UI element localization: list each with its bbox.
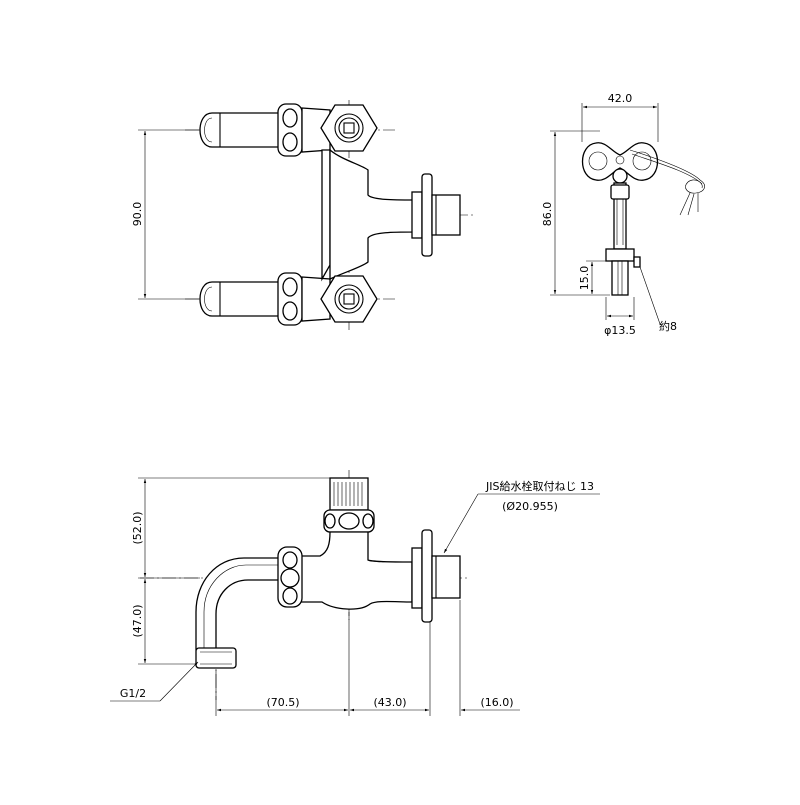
dim-86-label: 86.0 [541, 202, 554, 227]
dim-90-label: 90.0 [131, 202, 144, 227]
outlet-thread-label: G1/2 [120, 687, 146, 700]
upper-arm [199, 103, 331, 157]
hex-nut-upper [320, 104, 378, 152]
dim-90 [138, 129, 200, 300]
central-body [321, 149, 331, 282]
dim-15-label: 15.0 [578, 266, 591, 291]
dim-52-label: (52.0) [131, 511, 144, 544]
side-view: (52.0) (47.0) (70.5) (43.0) (16.0) JIS給水… [110, 470, 600, 716]
wall-fitting [411, 173, 461, 257]
thread-label-2: (Ø20.955) [502, 500, 558, 513]
key-handle [582, 142, 658, 184]
dim-dia-label: φ13.5 [604, 324, 636, 337]
dim-47-label: (47.0) [131, 604, 144, 637]
key-string [629, 149, 705, 216]
side-nut [277, 546, 303, 608]
thread-label-1: JIS給水栓取付ねじ 13 [485, 479, 594, 493]
hex-nut-lower [320, 275, 378, 323]
outlet-nut [195, 647, 237, 669]
dim-approx-label: 約8 [659, 319, 677, 333]
key-tip [611, 260, 629, 296]
key-view: 42.0 86.0 15.0 φ13.5 約8 [541, 92, 705, 337]
dim-42-label: 42.0 [608, 92, 633, 105]
valve-body [299, 531, 413, 610]
dim-43-label: (43.0) [373, 696, 406, 709]
spout [195, 557, 283, 651]
dim-70-label: (70.5) [266, 696, 299, 709]
lower-arm [199, 272, 331, 326]
top-view: 90.0 [131, 100, 475, 330]
side-wall-fitting [411, 529, 461, 623]
dim-16-label: (16.0) [480, 696, 513, 709]
spindle-cap [323, 477, 375, 533]
